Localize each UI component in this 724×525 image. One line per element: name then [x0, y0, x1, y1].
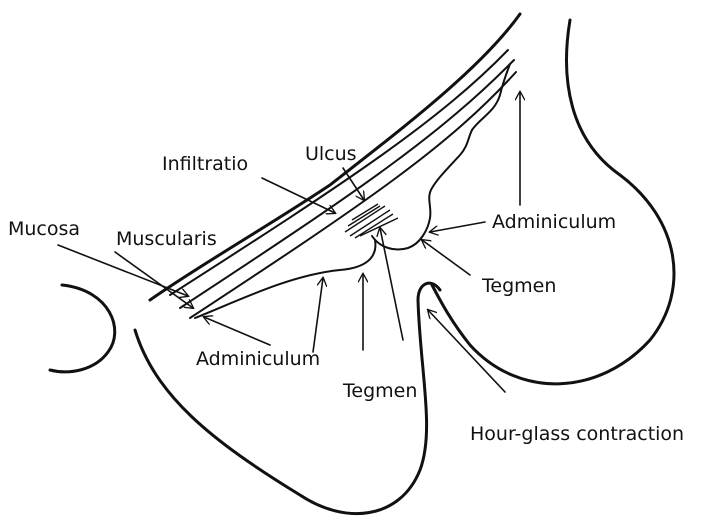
arrow-tegmen-right [422, 240, 470, 275]
label-hourglass: Hour-glass contraction [470, 423, 684, 445]
arrow-tegmen-bottom-2 [380, 228, 403, 340]
arrow-ulcus [343, 168, 364, 200]
label-tegmen-bottom: Tegmen [342, 380, 417, 402]
arrow-adminiculum-bottom [204, 317, 270, 345]
label-adminiculum-right: Adminiculum [492, 211, 616, 233]
stomach-inner-line-3 [190, 72, 516, 318]
label-infiltratio: Infiltratio [162, 153, 248, 175]
label-mucosa: Mucosa [8, 218, 80, 240]
left-loop-outline [50, 285, 115, 372]
label-tegmen-right: Tegmen [481, 275, 556, 297]
label-ulcus: Ulcus [305, 143, 357, 165]
tegmen-fold-outline [372, 130, 472, 250]
arrow-adminiculum-bottom-2 [313, 278, 323, 352]
arrow-adminiculum-right-lower [430, 222, 485, 232]
label-muscularis: Muscularis [116, 228, 217, 250]
right-lobe-outline [432, 20, 674, 384]
label-adminiculum-bottom: Adminiculum [196, 348, 320, 370]
arrow-hourglass [428, 310, 505, 392]
